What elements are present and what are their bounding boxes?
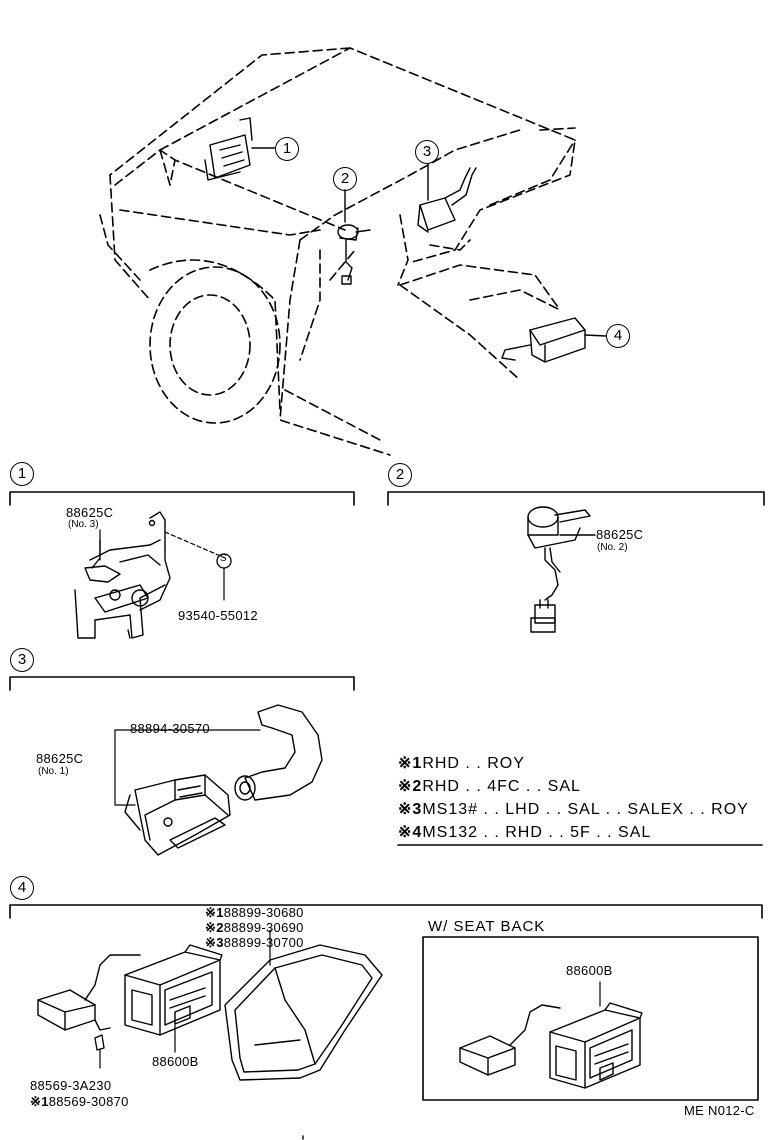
inset-title: W/ SEAT BACK [428, 918, 546, 935]
section-1-label: 1 [10, 462, 34, 486]
note-2-text: RHD . . 4FC . . SAL [422, 778, 581, 795]
callout-4: 4 [606, 324, 630, 348]
section-3-hose-drawing [234, 704, 323, 801]
section-1-latch-drawing [74, 511, 171, 639]
note-3-mark: ※3 [398, 801, 423, 818]
car-body-outline [99, 47, 576, 456]
inset-lamp-unit [549, 1002, 643, 1089]
note-1-text: RHD . . ROY [422, 755, 525, 772]
section-4-cover-1-part: 88899-30680 [223, 905, 304, 920]
section-4-sensor-alt-mark: ※1 [30, 1094, 49, 1109]
note-3: ※3MS13# . . LHD . . SAL . . SALEX . . RO… [398, 799, 749, 819]
section-4-cover-3-part: 88899-30700 [223, 935, 304, 950]
section-4-cover-2-mark: ※2 [205, 920, 224, 935]
diagram-code: ME N012-C [684, 1103, 755, 1118]
overview-part-4 [501, 317, 607, 363]
section-2-part-sub: (No. 2) [597, 542, 628, 553]
section-4-cover [224, 944, 383, 1081]
inset-sensor-box [459, 1004, 561, 1076]
note-1-mark: ※1 [398, 755, 423, 772]
note-4: ※4MS132 . . RHD . . 5F . . SAL [398, 822, 651, 842]
section-3-part: 88625C [36, 751, 84, 766]
callout-1: 1 [275, 137, 299, 161]
section-1-part-a-sub: (No. 3) [68, 519, 99, 530]
inset-unit: 88600B [566, 963, 613, 978]
section-3-switch-drawing [124, 774, 231, 856]
section-1-part-a: 88625C [66, 505, 114, 520]
overview-part-2 [337, 189, 371, 285]
section-2-bracket [387, 491, 765, 506]
section-4-cover-1: ※188899-30680 [205, 905, 304, 921]
note-2: ※2RHD . . 4FC . . SAL [398, 776, 581, 796]
callout-3: 3 [415, 140, 439, 164]
section-4-cover-3: ※388899-30700 [205, 935, 304, 951]
section-4-bracket [9, 904, 763, 919]
section-4-sensor: 88569-3A230 [30, 1078, 112, 1093]
inset-frame [422, 936, 759, 1101]
section-4-sensor-box [37, 954, 141, 1031]
section-3-bracket [9, 676, 355, 691]
section-3-hose: 88894-30570 [130, 721, 210, 736]
overview-part-3 [417, 164, 477, 233]
section-4-sensor-clip [94, 1034, 105, 1051]
section-4-label: 4 [10, 876, 34, 900]
overview-part-1 [204, 117, 276, 181]
section-4-unit: 88600B [152, 1054, 199, 1069]
section-3-label: 3 [10, 648, 34, 672]
section-1-bracket [9, 491, 355, 506]
section-1-bolt-circle [216, 553, 232, 569]
section-4-cover-2: ※288899-30690 [205, 920, 304, 936]
section-2-switch-drawing [527, 506, 596, 633]
section-2-part: 88625C [596, 527, 644, 542]
section-4-lamp-unit [124, 944, 223, 1036]
section-3-leader [114, 729, 136, 806]
note-4-mark: ※4 [398, 824, 423, 841]
note-3-text: MS13# . . LHD . . SAL . . SALEX . . ROY [422, 801, 749, 818]
section-4-cover-2-part: 88899-30690 [223, 920, 304, 935]
section-3-part-sub: (No. 1) [38, 766, 69, 777]
callout-2: 2 [333, 167, 357, 191]
rear-wheel [149, 259, 281, 424]
section-1-bolt: 93540-55012 [178, 608, 258, 623]
section-4-cover-1-mark: ※1 [205, 905, 224, 920]
note-1: ※1RHD . . ROY [398, 753, 525, 773]
section-2-label: 2 [388, 463, 412, 487]
note-2-mark: ※2 [398, 778, 423, 795]
section-4-cover-3-mark: ※3 [205, 935, 224, 950]
section-1-bolt-mark: S [220, 553, 227, 564]
section-1-leader-bolt [164, 531, 226, 559]
section-4-sensor-alt: ※188569-30870 [30, 1094, 129, 1110]
section-4-sensor-alt-part: 88569-30870 [48, 1094, 129, 1109]
note-4-text: MS132 . . RHD . . 5F . . SAL [422, 824, 652, 841]
